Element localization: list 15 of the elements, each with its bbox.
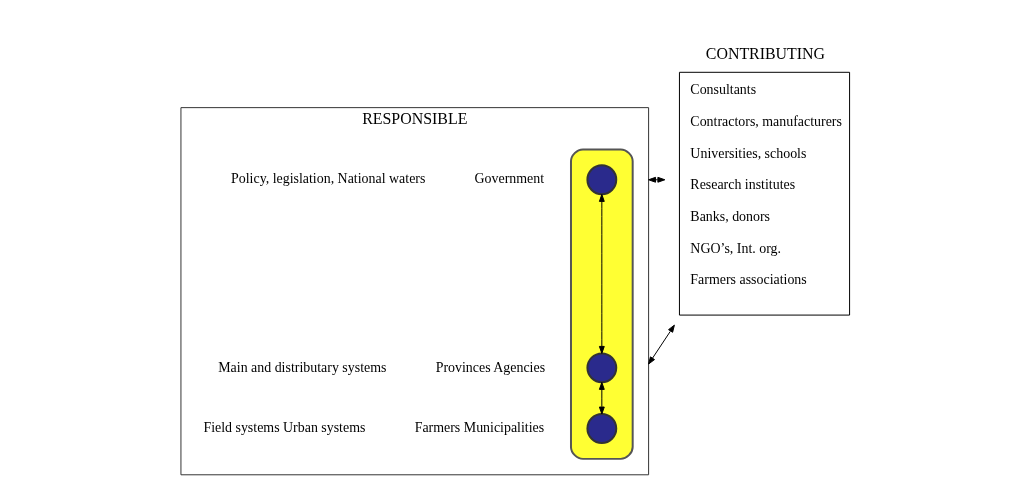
node-label: Policy, legislation, National waters: [231, 171, 426, 187]
arrow: [598, 381, 605, 415]
cluster: [570, 148, 634, 460]
node-circle: [586, 413, 618, 444]
arrow: [648, 324, 675, 365]
node-circle: [586, 352, 618, 384]
node-label: Farmers Municipalities: [414, 420, 545, 436]
node-circle: [586, 164, 618, 196]
node-label: CONTRIBUTING: [705, 45, 826, 63]
node-label: Government: [474, 171, 545, 187]
node-label: Main and distributary systems: [218, 359, 387, 375]
node-label: Field systems Urban systems: [203, 420, 366, 436]
node-label: Provinces Agencies: [435, 359, 546, 375]
arrow: [598, 193, 605, 354]
node-box: Consultants Contractors, manufacturers Universities, schools Research institutes Banks, donors NGO’s, Int. org. Farmers associations: [678, 71, 851, 316]
